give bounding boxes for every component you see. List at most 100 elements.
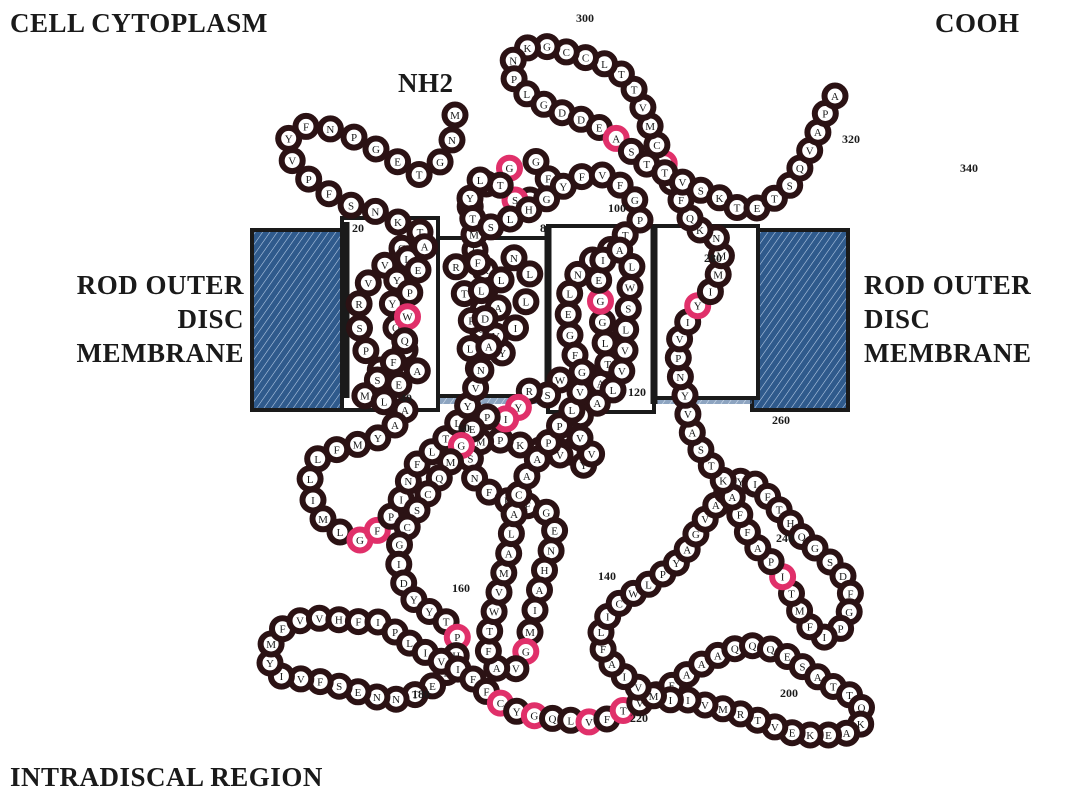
residue-letter: Y xyxy=(374,433,382,445)
residue-letter: S xyxy=(698,445,704,457)
residue-letter: L xyxy=(507,214,514,226)
residue-letter: P xyxy=(388,511,394,523)
residue: L xyxy=(374,391,395,412)
residue: S xyxy=(341,195,362,216)
residue-letter: E xyxy=(395,380,402,392)
residue-letter: M xyxy=(318,514,328,526)
segment-nterm-tail: MNGTEGPNFYVPFSNK xyxy=(278,105,465,233)
residue-letter: F xyxy=(334,445,340,457)
residue-number-20: 20 xyxy=(352,221,364,235)
residue-letter: P xyxy=(660,569,666,581)
residue-letter: I xyxy=(280,671,284,683)
residue-letter: Q xyxy=(686,213,694,225)
residue-letter: Q xyxy=(731,644,739,656)
residue-letter: G xyxy=(522,647,530,659)
residue: V xyxy=(570,428,591,449)
residue-letter: T xyxy=(830,682,837,694)
residue-letter: S xyxy=(488,222,494,234)
residue-letter: L xyxy=(467,344,474,356)
residue-letter: V xyxy=(495,587,503,599)
residue-letter: L xyxy=(477,175,484,187)
residue-letter: C xyxy=(563,47,570,59)
residue: A xyxy=(825,86,846,107)
residue: R xyxy=(446,256,467,277)
residue-letter: Y xyxy=(559,181,567,193)
residue-number-140: 140 xyxy=(598,569,616,583)
residue: I xyxy=(525,600,546,621)
membrane-label-line: ROD OUTER xyxy=(864,268,1074,302)
residue-letter: S xyxy=(356,323,362,335)
residue-letter: R xyxy=(355,299,363,311)
residue: K xyxy=(388,212,409,233)
residue-letter: I xyxy=(376,617,380,629)
residue-letter: Y xyxy=(466,193,474,205)
residue-letter: F xyxy=(604,714,610,726)
residue-letter: A xyxy=(728,492,736,504)
residue-letter: L xyxy=(602,338,609,350)
residue-letter: F xyxy=(374,525,380,537)
residue-letter: F xyxy=(483,686,489,698)
residue-letter: K xyxy=(394,217,402,229)
residue-letter: S xyxy=(628,146,634,158)
residue-letter: Y xyxy=(388,299,396,311)
residue-letter: T xyxy=(461,289,468,301)
residue-number-80: 80 xyxy=(540,221,552,235)
residue-number-100: 100 xyxy=(608,201,626,215)
residue-letter: I xyxy=(399,495,403,507)
residue-letter: P xyxy=(556,421,562,433)
residue-letter: N xyxy=(712,233,720,245)
residue-letter: T xyxy=(661,168,668,180)
residue-letter: F xyxy=(485,646,491,658)
residue: M xyxy=(347,434,368,455)
residue-letter: V xyxy=(437,656,445,668)
residue-letter: Y xyxy=(410,595,418,607)
residue: E xyxy=(558,304,579,325)
residue-letter: K xyxy=(516,440,524,452)
residue-letter: C xyxy=(653,140,660,152)
residue-letter: I xyxy=(622,672,626,684)
residue-letter: G xyxy=(457,441,465,453)
residue-letter: N xyxy=(448,135,456,147)
residue: R xyxy=(349,293,370,314)
residue-letter: W xyxy=(489,607,500,619)
residue-letter: P xyxy=(484,412,490,424)
residue-letter: A xyxy=(698,659,706,671)
residue-letter: A xyxy=(843,728,851,740)
residue-letter: V xyxy=(315,613,323,625)
residue-letter: N xyxy=(404,476,412,488)
residue-letter: V xyxy=(639,102,647,114)
residue-letter: A xyxy=(536,585,544,597)
residue-letter: L xyxy=(406,638,413,650)
membrane-label-line: DISC xyxy=(864,302,1074,336)
residue-letter: F xyxy=(579,172,585,184)
residue-letter: C xyxy=(497,698,504,710)
residue-letter: P xyxy=(838,623,844,635)
residue-letter: S xyxy=(336,681,342,693)
residue-letter: G xyxy=(532,157,540,169)
residue: L xyxy=(515,291,536,312)
residue-letter: V xyxy=(701,700,709,712)
residue-letter: L xyxy=(381,397,388,409)
residue-letter: L xyxy=(523,297,530,309)
residue: S xyxy=(618,298,639,319)
residue: G xyxy=(572,362,593,383)
residue: F xyxy=(467,252,488,273)
residue: Y xyxy=(278,128,299,149)
residue-letter: T xyxy=(788,589,795,601)
residue-letter: E xyxy=(595,275,602,287)
residue-letter: G xyxy=(540,99,548,111)
residue: E xyxy=(387,151,408,172)
residue-letter: I xyxy=(781,572,785,584)
residue: N xyxy=(365,201,386,222)
residue-letter: I xyxy=(456,664,460,676)
residue-letter: V xyxy=(296,616,304,628)
residue: A xyxy=(414,236,435,257)
residue-letter: F xyxy=(317,677,323,689)
residue-letter: A xyxy=(391,420,399,432)
residue-letter: A xyxy=(413,366,421,378)
residue-letter: V xyxy=(806,146,814,158)
residue-letter: L xyxy=(569,405,576,417)
residue-letter: T xyxy=(708,461,715,473)
residue-letter: Q xyxy=(401,336,409,348)
residue-letter: E xyxy=(415,265,422,277)
